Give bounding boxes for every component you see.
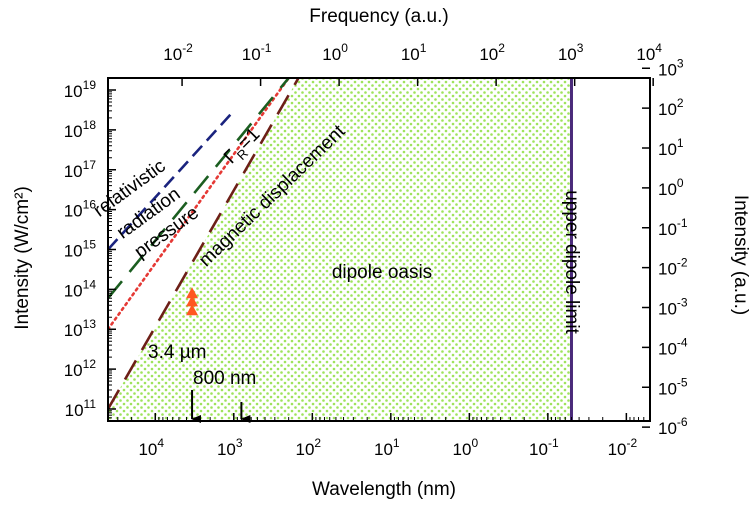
y-tick-label-6: 1017 bbox=[64, 158, 97, 181]
x-tick-label-0: 104 bbox=[138, 436, 164, 459]
x2-tick-label-5: 103 bbox=[558, 41, 584, 64]
y2-tick-label-2: 101 bbox=[658, 136, 684, 159]
data-marker-0 bbox=[186, 304, 199, 316]
x2-tick-label-2: 100 bbox=[322, 41, 348, 64]
data-marker-2 bbox=[186, 287, 199, 299]
dipole-oasis-fill bbox=[108, 78, 572, 421]
series-line-magnetic-displacement bbox=[108, 78, 300, 410]
marker-layer bbox=[186, 287, 199, 316]
x2-tick-label-1: 10-1 bbox=[242, 41, 272, 64]
x2-tick-label-6: 104 bbox=[636, 41, 662, 64]
x2-tick-label-0: 10-2 bbox=[163, 41, 193, 64]
arrow-label-0: 3.4 µm bbox=[148, 342, 206, 363]
data-marker-1 bbox=[186, 295, 199, 307]
y2-axis-title: Intensity (a.u.) bbox=[730, 195, 749, 315]
y-tick-label-3: 1014 bbox=[64, 277, 97, 300]
x-tick-label-5: 10-1 bbox=[529, 436, 559, 459]
y2-tick-label-4: 10-1 bbox=[658, 216, 688, 239]
dipole-oasis-region bbox=[108, 78, 572, 421]
series-line-relativistic bbox=[108, 109, 235, 251]
y-tick-label-2: 1013 bbox=[64, 317, 97, 340]
y-tick-label-8: 1019 bbox=[64, 78, 97, 101]
y2-tick-label-1: 102 bbox=[658, 96, 684, 119]
arrow-label-1: 800 nm bbox=[193, 368, 256, 389]
y-tick-label-4: 1015 bbox=[64, 238, 97, 261]
y2-tick-label-9: 10-6 bbox=[658, 415, 688, 438]
y2-tick-label-5: 10-2 bbox=[658, 256, 688, 279]
annotation-4: dipole oasis bbox=[332, 262, 432, 283]
y-tick-label-5: 1016 bbox=[64, 198, 97, 221]
x2-axis-title: Frequency (a.u.) bbox=[309, 6, 448, 27]
y2-tick-label-7: 10-4 bbox=[658, 335, 688, 358]
x-tick-label-4: 100 bbox=[453, 436, 479, 459]
y-axis-title: Intensity (W/cm²) bbox=[12, 186, 33, 330]
x-tick-label-1: 103 bbox=[217, 436, 243, 459]
y2-tick-label-8: 10-5 bbox=[658, 375, 688, 398]
x2-tick-label-4: 102 bbox=[479, 41, 505, 64]
series-line-radiation-pressure bbox=[108, 78, 290, 300]
series-line--r-1 bbox=[108, 78, 290, 331]
y-tick-label-0: 1011 bbox=[65, 397, 97, 420]
series-layer bbox=[108, 78, 573, 421]
annotation-5: upper dipole limit bbox=[561, 190, 582, 334]
y2-tick-label-0: 103 bbox=[658, 56, 684, 79]
y-tick-label-7: 1018 bbox=[64, 118, 97, 141]
y-tick-label-1: 1012 bbox=[64, 357, 97, 380]
x-axis-title: Wavelength (nm) bbox=[312, 479, 456, 500]
x-tick-label-2: 102 bbox=[295, 436, 321, 459]
x-tick-label-3: 101 bbox=[374, 436, 400, 459]
y2-tick-label-6: 10-3 bbox=[658, 296, 688, 319]
x-tick-label-6: 10-2 bbox=[608, 436, 638, 459]
y2-tick-label-3: 100 bbox=[658, 176, 684, 199]
x2-tick-label-3: 101 bbox=[401, 41, 427, 64]
